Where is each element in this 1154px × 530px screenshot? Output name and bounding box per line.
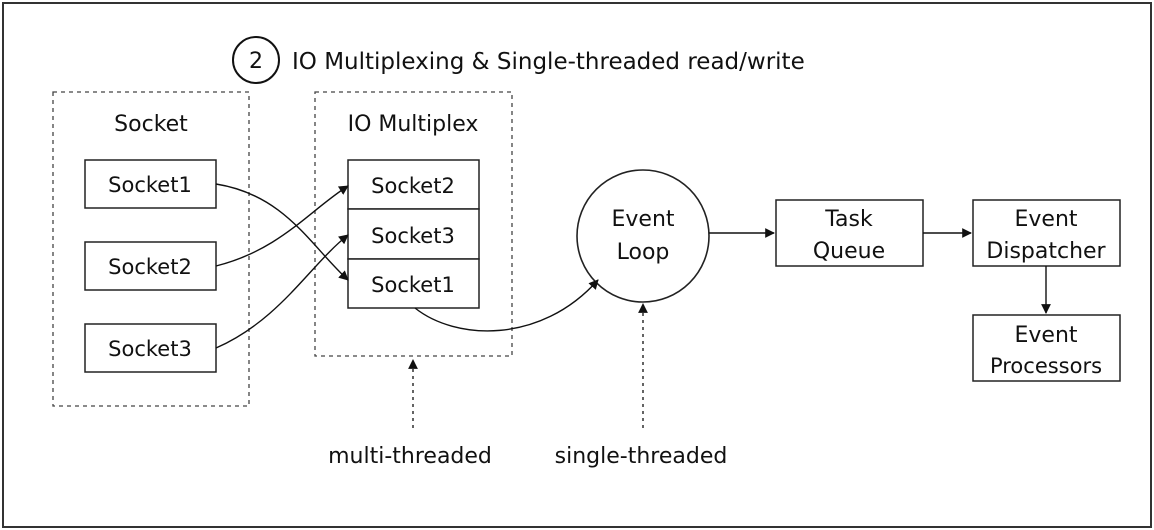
event-processors-label-line2: Processors [990,354,1102,378]
task-queue-node: Task Queue [775,199,924,267]
task-queue-label-line2: Queue [813,239,885,264]
event-loop-label-line1: Event [611,207,674,232]
arrow-socket3-to-slot2 [215,234,349,349]
task-queue-label-line1: Task [824,207,873,232]
step-number: 2 [249,49,263,74]
socket-box-label: Socket3 [108,337,192,361]
event-dispatcher-label-line2: Dispatcher [986,239,1106,264]
io-multiplex-group-border [314,91,513,357]
socket-box-1: Socket1 [84,159,217,209]
socket-group-border [52,91,250,407]
event-loop-node: Event Loop [576,169,710,303]
step-number-circle [232,36,280,84]
socket-box-label: Socket1 [108,173,192,197]
socket-box-label: Socket2 [108,255,192,279]
socket-group-label: Socket [114,112,188,137]
io-multiplex-group: IO Multiplex Socket2 Socket3 Socket1 [314,91,513,357]
multi-threaded-label: multi-threaded [328,444,492,469]
diagram-title: 2 IO Multiplexing & Single-threaded read… [232,36,805,84]
socket-box-3: Socket3 [84,323,217,373]
arrow-multiplex-to-event-loop [414,279,599,332]
arrow-socket2-to-slot1 [215,185,349,267]
event-dispatcher-node: Event Dispatcher [972,199,1121,267]
event-processors-node: Event Processors [972,314,1121,382]
multiplex-slot-3: Socket1 [347,258,480,309]
multiplex-slot-label: Socket2 [371,174,455,198]
socket-group: Socket Socket1 Socket2 Socket3 [52,91,250,407]
multiplex-slot-label: Socket1 [371,273,455,297]
multiplex-slot-2: Socket3 [347,208,480,260]
io-multiplex-group-label: IO Multiplex [348,112,479,137]
event-processors-label-line1: Event [1014,323,1077,348]
event-dispatcher-label-line1: Event [1014,207,1077,232]
title-text: IO Multiplexing & Single-threaded read/w… [292,49,805,75]
single-threaded-label: single-threaded [555,444,728,469]
multiplex-slot-label: Socket3 [371,224,455,248]
multiplex-slot-1: Socket2 [347,159,480,210]
arrow-socket1-to-slot3 [215,183,349,281]
socket-box-2: Socket2 [84,241,217,291]
event-loop-label-line2: Loop [617,240,670,265]
